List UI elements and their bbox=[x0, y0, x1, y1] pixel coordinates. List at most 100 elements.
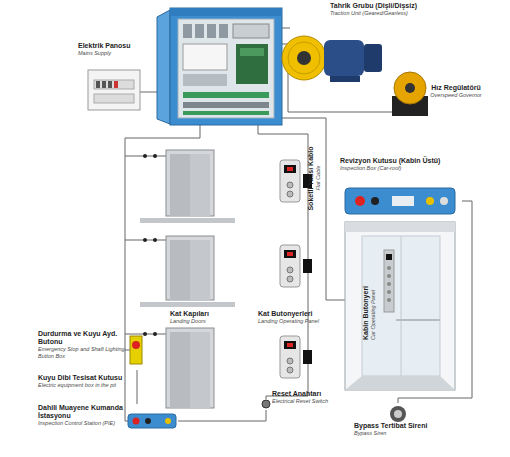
landing-operating-panel-part bbox=[287, 276, 293, 282]
floor-slab-part bbox=[140, 302, 235, 307]
english-label: Mains Supply bbox=[78, 50, 158, 57]
english-label: Traction Unit (Geared/Gearless) bbox=[330, 10, 452, 17]
landing-door-part bbox=[170, 332, 190, 408]
turkish-label: Hız Regülatörü bbox=[428, 84, 484, 92]
landing-operating-panel-part bbox=[287, 252, 293, 256]
mains-supply-box-part bbox=[102, 81, 106, 88]
traction-unit-part bbox=[364, 44, 382, 72]
wire-joint-part bbox=[143, 154, 147, 158]
turkish-label: Kabin Butonyeri bbox=[362, 260, 370, 340]
inspection-box-part bbox=[345, 188, 455, 214]
traction-unit-part bbox=[324, 40, 364, 76]
wire-joint-part bbox=[153, 332, 157, 336]
connector bbox=[178, 410, 266, 421]
turkish-label: Kat Kapıları bbox=[170, 310, 232, 318]
traction-unit-part bbox=[297, 51, 311, 65]
controller-cabinet-part bbox=[236, 44, 268, 84]
cable-label-english: Flat Cable bbox=[315, 133, 323, 223]
turkish-label: Kat Butonyerleri bbox=[258, 310, 342, 318]
turkish-label: Durdurma ve Kuyu Ayd. Butonu bbox=[38, 330, 128, 346]
wire-joint-part bbox=[153, 154, 157, 158]
landing-operating-panel-part bbox=[287, 191, 293, 197]
landing-door-part bbox=[170, 240, 190, 300]
inspection-box-part bbox=[371, 197, 379, 205]
inspection-station-label: Dahili Muayene Kumanda İstasyonuInspecti… bbox=[38, 404, 178, 440]
turkish-label: Revizyon Kutusu (Kabin Üstü) bbox=[340, 157, 462, 165]
landing-door-part bbox=[190, 332, 210, 408]
turkish-label: Tahrik Grubu (Dişli/Dişsiz) bbox=[330, 2, 452, 10]
mains-supply-box-part bbox=[94, 94, 134, 103]
landing-doors-label: Kat KapılarıLanding Doors bbox=[170, 310, 232, 326]
landing-operating-panel-part bbox=[287, 267, 293, 273]
mains-supply-box-part bbox=[94, 80, 134, 89]
elevator-car-part bbox=[345, 222, 455, 232]
bypass-siren-label: Bypass Tertibat SireniBypass Siren bbox=[350, 403, 468, 447]
stop-button-label: Durdurma ve Kuyu Ayd. ButonuEmergency St… bbox=[38, 330, 143, 370]
controller-cabinet-part bbox=[233, 24, 269, 38]
landing-door-part bbox=[166, 150, 214, 216]
governor-label: Hız RegülatörüOverspeed Governor bbox=[428, 84, 484, 118]
landing-operating-panel-part bbox=[287, 182, 293, 188]
english-label: Bypass Siren bbox=[354, 430, 468, 437]
mains-supply-box-part bbox=[114, 81, 118, 88]
landing-operating-panel-part bbox=[287, 343, 293, 347]
traction-unit bbox=[282, 36, 382, 82]
inspection-box-part bbox=[355, 196, 365, 206]
controller-cabinet-part bbox=[207, 24, 216, 38]
traction-unit-label: Tahrik Grubu (Dişli/Dişsiz)Traction Unit… bbox=[330, 2, 452, 82]
wire-joint bbox=[143, 154, 157, 336]
landing-operating-panel-part bbox=[284, 341, 296, 349]
inspection-box-part bbox=[392, 196, 414, 206]
controller-cabinet bbox=[157, 8, 282, 125]
bypass-siren-part bbox=[390, 406, 406, 422]
inspection-control-station-part bbox=[128, 414, 176, 428]
landing-operating-panel-part bbox=[287, 167, 293, 171]
bypass-siren-part bbox=[394, 410, 402, 418]
wire-part bbox=[125, 350, 130, 351]
elevator-car-part bbox=[396, 319, 440, 321]
controller-cabinet-part bbox=[170, 8, 282, 125]
floor-slab-part bbox=[140, 218, 235, 223]
landing-panel-label: Kat ButonyerleriLanding Operating Panel bbox=[258, 310, 342, 326]
controller-cabinet-part bbox=[183, 92, 269, 98]
english-label: Overspeed Governor bbox=[428, 92, 484, 99]
wire-part bbox=[282, 118, 345, 300]
landing-door-part bbox=[190, 240, 210, 300]
wire-part bbox=[282, 28, 290, 29]
inspection-control-station-part bbox=[145, 418, 151, 424]
cable-label: Soketli Yassı Kablo bbox=[307, 133, 316, 223]
controller-cabinet-part bbox=[178, 19, 274, 118]
inspection-box-label: Revizyon Kutusu (Kabin Üstü)Inspection B… bbox=[340, 157, 462, 217]
elevator-car-part bbox=[387, 298, 391, 302]
turkish-label: Reset Anahtarı bbox=[272, 390, 342, 398]
reset-switch-part bbox=[262, 400, 270, 408]
mains-supply-box-part bbox=[96, 81, 100, 88]
landing-door-part bbox=[190, 154, 210, 216]
mains-supply-box-part bbox=[88, 70, 140, 110]
english-label: Electric equipment box in the pit bbox=[38, 382, 130, 389]
landing-door-part bbox=[166, 236, 214, 300]
turkish-label: Bypass Tertibat Sireni bbox=[354, 422, 468, 430]
landing-operating-panel-part bbox=[287, 367, 293, 373]
inspection-control-station-part bbox=[165, 418, 171, 424]
elevator-car-part bbox=[387, 274, 391, 278]
reset-switch-label: Reset AnahtarıElectrical Reset Switch bbox=[262, 390, 342, 410]
english-label: Landing Operating Panel bbox=[258, 318, 342, 325]
wire-joint-part bbox=[153, 238, 157, 242]
connector bbox=[137, 370, 138, 404]
elevator-car-part bbox=[384, 250, 394, 312]
mains-supply-label: Elektrik PanosuMains Supply bbox=[78, 42, 158, 112]
stop-button-box-part bbox=[130, 336, 142, 364]
cable-connector-part bbox=[303, 259, 312, 273]
bypass-siren bbox=[390, 406, 406, 422]
controller-cabinet-part bbox=[183, 74, 227, 86]
english-label: Landing Doors bbox=[170, 318, 232, 325]
inspection-control-station-part bbox=[133, 418, 140, 425]
turkish-label: Dahili Muayene Kumanda İstasyonu bbox=[38, 404, 128, 420]
english-label: Electrical Reset Switch bbox=[272, 398, 342, 405]
stop-button-box bbox=[130, 336, 142, 364]
elevator-car-part bbox=[387, 290, 391, 294]
inspection-box-part bbox=[426, 197, 434, 205]
english-label: Car Operating Panel bbox=[370, 260, 377, 340]
floor-slab bbox=[140, 218, 235, 307]
